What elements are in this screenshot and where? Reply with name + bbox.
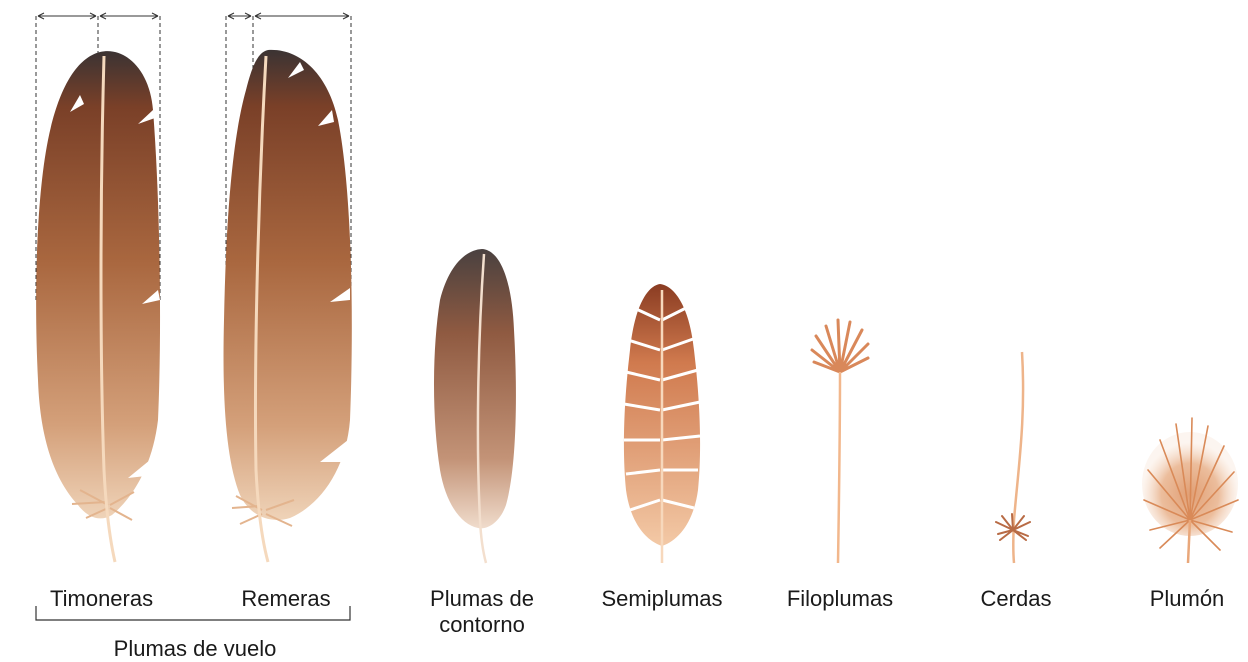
feather-semiplumas xyxy=(624,284,700,563)
feather-remeras xyxy=(224,50,352,562)
label-semiplumas: Semiplumas xyxy=(582,586,742,612)
feather-contorno xyxy=(434,249,516,563)
label-plumon: Plumón xyxy=(1130,586,1244,612)
feather-timoneras xyxy=(36,51,160,562)
label-remeras: Remeras xyxy=(216,586,356,612)
label-plumas-de-vuelo: Plumas de vuelo xyxy=(90,636,300,662)
filoplumas-shaft xyxy=(838,372,840,563)
label-contorno-line1: Plumas de xyxy=(402,586,562,612)
label-cerdas: Cerdas xyxy=(956,586,1076,612)
feather-plumon xyxy=(1142,418,1238,563)
feather-filoplumas xyxy=(812,320,868,563)
filoplumas-tuft xyxy=(812,320,868,372)
label-timoneras: Timoneras xyxy=(36,586,210,612)
label-filoplumas: Filoplumas xyxy=(760,586,920,612)
feather-cerdas xyxy=(996,352,1030,563)
label-contorno-line2: contorno xyxy=(402,612,562,638)
contorno-vane xyxy=(434,249,516,528)
label-plumas-de-contorno: Plumas de contorno xyxy=(402,586,562,638)
